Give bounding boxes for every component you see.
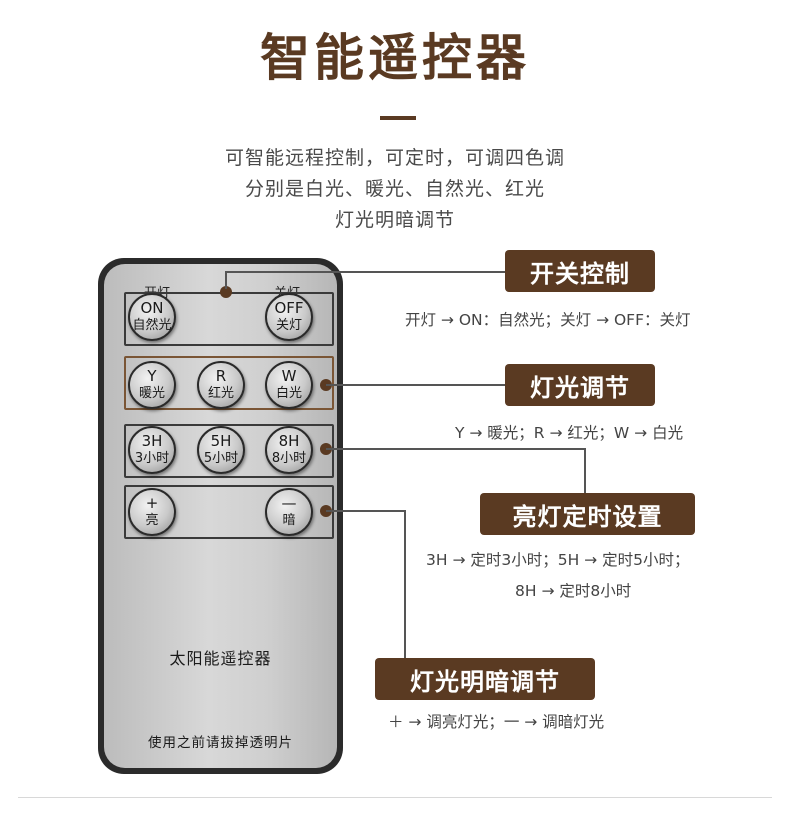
switch-callout-line-v <box>225 271 227 289</box>
title-divider <box>380 116 416 120</box>
switch-callout-line-h <box>225 271 510 273</box>
brighten-button[interactable]: + 亮 <box>128 488 176 536</box>
remote-face: 开灯 关灯 ON 自然光 OFF 关灯 Y 暖光 R 红光 W 白光 3H 3小… <box>104 264 337 768</box>
timer-setting-caption-1: 3H → 定时3小时；5H → 定时5小时； <box>426 551 690 569</box>
page-title: 智能遥控器 <box>260 29 530 87</box>
description-line-1: 可智能远程控制，可定时，可调四色调 <box>224 147 565 169</box>
switch-callout-dot <box>220 286 232 298</box>
bottom-divider <box>18 797 772 798</box>
description-line-2: 分别是白光、暖光、自然光、红光 <box>244 178 545 200</box>
white-light-button[interactable]: W 白光 <box>265 361 313 409</box>
dim-button[interactable]: — 暗 <box>265 488 313 536</box>
warm-light-button[interactable]: Y 暖光 <box>128 361 176 409</box>
timer-setting-tag: 亮灯定时设置 <box>480 493 695 535</box>
off-button[interactable]: OFF 关灯 <box>265 293 313 341</box>
light-adjust-tag: 灯光调节 <box>505 364 655 406</box>
switch-control-tag: 开关控制 <box>505 250 655 292</box>
color-group <box>124 356 334 410</box>
remote-control: 开灯 关灯 ON 自然光 OFF 关灯 Y 暖光 R 红光 W 白光 3H 3小… <box>98 258 343 774</box>
timer-3h-button[interactable]: 3H 3小时 <box>128 426 176 474</box>
dimmer-group <box>124 485 334 539</box>
timer-setting-caption-2: 8H → 定时8小时 <box>515 582 632 600</box>
light-adjust-caption: Y → 暖光；R → 红光；W → 白光 <box>455 424 684 442</box>
remote-usage-note: 使用之前请拔掉透明片 <box>148 735 293 751</box>
red-light-button[interactable]: R 红光 <box>197 361 245 409</box>
timer-callout-line-v <box>584 448 586 494</box>
switch-control-caption: 开灯 → ON：自然光；关灯 → OFF：关灯 <box>405 311 691 329</box>
remote-brand-label: 太阳能遥控器 <box>169 649 272 668</box>
description-line-3: 灯光明暗调节 <box>334 209 455 231</box>
timer-group <box>124 424 334 478</box>
timer-callout-line-h <box>326 448 586 450</box>
dim-callout-line-v <box>404 510 406 660</box>
timer-8h-button[interactable]: 8H 8小时 <box>265 426 313 474</box>
dim-callout-line-h <box>326 510 406 512</box>
brightness-adjust-caption: ＋ → 调亮灯光；一 → 调暗灯光 <box>388 713 605 731</box>
on-button[interactable]: ON 自然光 <box>128 293 176 341</box>
color-callout-line <box>326 384 510 386</box>
brightness-adjust-tag: 灯光明暗调节 <box>375 658 595 700</box>
timer-5h-button[interactable]: 5H 5小时 <box>197 426 245 474</box>
